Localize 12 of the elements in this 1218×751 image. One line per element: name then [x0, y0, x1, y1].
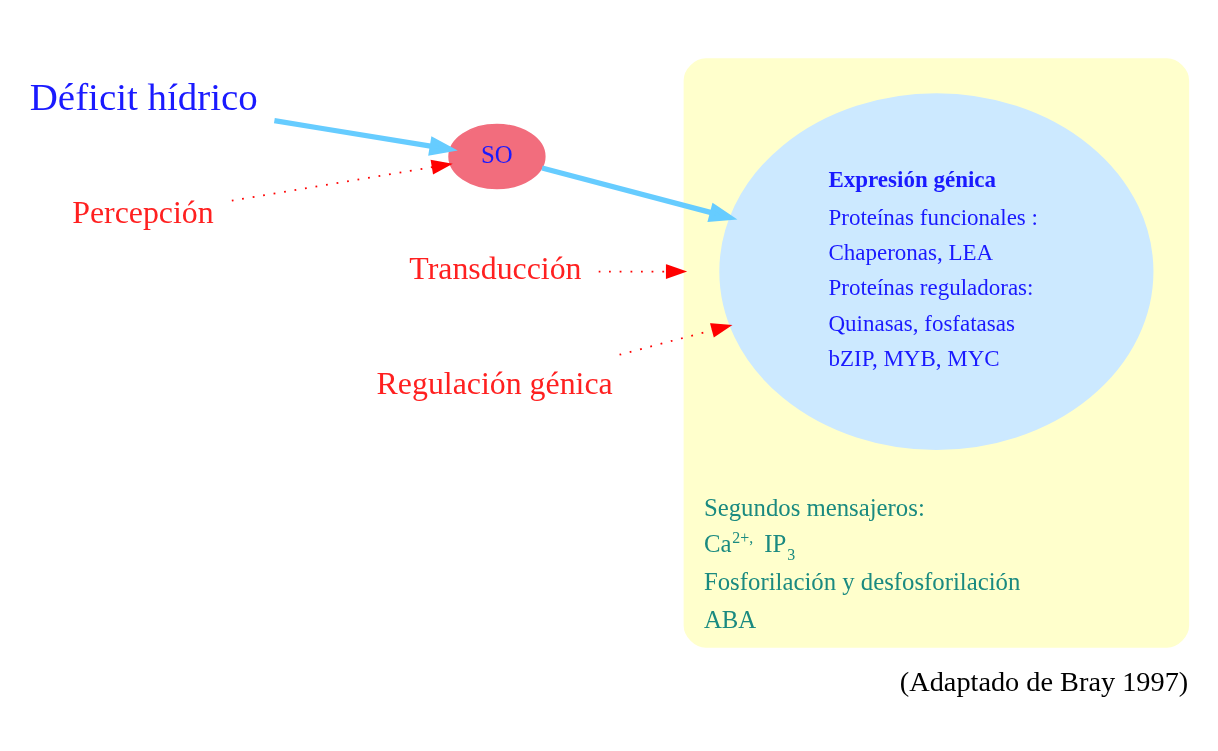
- arrow: [230, 159, 453, 202]
- arrow: [597, 263, 688, 279]
- arrow: [618, 322, 733, 356]
- node-text: Transducción: [409, 250, 582, 286]
- node-text: Percepción: [72, 194, 214, 230]
- arrow: [273, 117, 458, 156]
- node-ellipse: Expresión génica Proteínas funcionales : Chaperonas, LEA Proteínas reguladoras: Quinasas, fosfatasas bZIP, MYB, MYC: [719, 92, 1154, 450]
- caption: (Adaptado de Bray 1997): [899, 665, 1189, 697]
- arrow: [541, 164, 738, 222]
- node-ellipse: SO: [448, 123, 546, 189]
- node-text: Déficit hídrico: [29, 74, 258, 118]
- node-text: Regulación génica: [376, 365, 613, 401]
